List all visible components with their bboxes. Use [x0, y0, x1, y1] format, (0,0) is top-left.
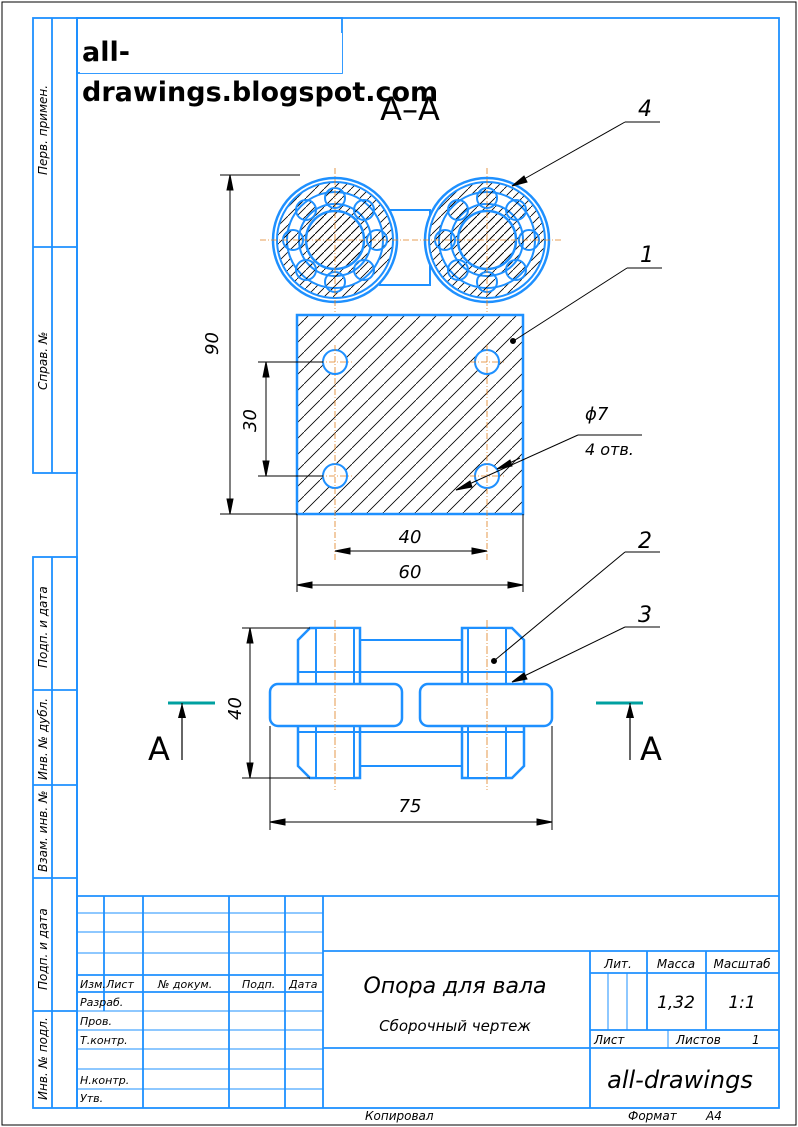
sheets-label: Листов	[675, 1033, 721, 1047]
dim-bottom-40	[242, 627, 310, 779]
organization: all-drawings	[607, 1066, 753, 1094]
role-tkontr: Т.контр.	[80, 1034, 128, 1047]
sheet-label: Лист	[593, 1033, 625, 1047]
scale-label: Масштаб	[713, 957, 771, 971]
side-label-sprav: Справ. №	[36, 332, 50, 390]
plate-left	[268, 682, 404, 728]
dim-75	[269, 726, 553, 830]
header-podp: Подп.	[242, 978, 275, 991]
top-view: 90 30 40 60	[202, 97, 662, 592]
hole-note-diameter: ϕ7	[585, 404, 609, 425]
side-column-labels: Перв. примен. Справ. № Подп. и дата Инв.…	[36, 85, 50, 1100]
balloon-2: 2	[638, 529, 652, 554]
dim-40-label: 40	[399, 527, 422, 548]
role-prov: Пров.	[80, 1015, 112, 1028]
footer-copied: Копировал	[365, 1109, 434, 1123]
plate-right	[418, 682, 554, 728]
balloon-3-leader	[511, 626, 660, 683]
dim-bottom-40-label: 40	[225, 697, 246, 720]
dim-90	[220, 174, 300, 515]
bearing-left	[260, 168, 410, 312]
balloon-4-leader	[511, 121, 660, 187]
drawing-title: Опора для вала	[363, 974, 546, 999]
section-mark-left	[168, 701, 215, 760]
side-label-podp2: Подп. и дата	[36, 908, 50, 990]
section-label: А–А	[380, 90, 440, 128]
balloon-4: 4	[638, 97, 652, 122]
dim-40	[334, 547, 488, 555]
sheets-value: 1	[752, 1033, 760, 1047]
drawing-subtitle: Сборочный чертеж	[379, 1017, 531, 1035]
role-utv: Утв.	[80, 1092, 103, 1105]
dim-30-label: 30	[240, 409, 261, 432]
watermark-site: all-drawings.blogspot.com	[80, 33, 438, 108]
balloon-1-leader	[510, 267, 662, 344]
watermark-box	[76, 17, 343, 74]
dim-60	[296, 514, 524, 592]
side-label-inv-podl: Инв. № подл.	[36, 1017, 50, 1100]
balloon-3: 3	[638, 603, 652, 628]
role-razrab: Разраб.	[80, 996, 123, 1009]
role-nkontr: Н.контр.	[80, 1074, 129, 1087]
side-label-inv-dubl: Инв. № дубл.	[36, 698, 50, 780]
balloon-1: 1	[640, 243, 654, 268]
footer-format-value: А4	[705, 1109, 722, 1123]
side-label-podp1: Подп. и дата	[36, 586, 50, 668]
header-izm: Изм.	[80, 978, 106, 991]
front-view: 40 75 2 3 А	[148, 529, 662, 830]
balloon-2-leader	[491, 551, 660, 664]
header-data: Дата	[288, 978, 318, 991]
mass-value: 1,32	[657, 993, 695, 1013]
side-label-vzam: Взам. инв. №	[36, 791, 50, 872]
section-mark-right-label: А	[640, 730, 662, 768]
mass-label: Масса	[657, 957, 695, 971]
hole-note-leader	[455, 434, 642, 491]
title-block	[77, 895, 779, 1108]
dim-30	[258, 361, 323, 477]
header-dokum: № докум.	[157, 978, 212, 991]
bearing-right	[412, 168, 562, 312]
hole-note-count: 4 отв.	[585, 440, 634, 459]
footer-format-label: Формат	[628, 1109, 678, 1123]
scale-value: 1:1	[728, 993, 755, 1013]
section-mark-right	[596, 701, 643, 760]
header-list: Лист	[105, 978, 134, 991]
dim-90-label: 90	[202, 332, 223, 355]
dim-75-label: 75	[399, 796, 422, 817]
side-label-perv: Перв. примен.	[36, 85, 50, 175]
section-mark-left-label: А	[148, 730, 170, 768]
lit-label: Лит.	[603, 957, 632, 971]
mounting-holes	[322, 349, 500, 489]
dim-60-label: 60	[399, 562, 422, 583]
